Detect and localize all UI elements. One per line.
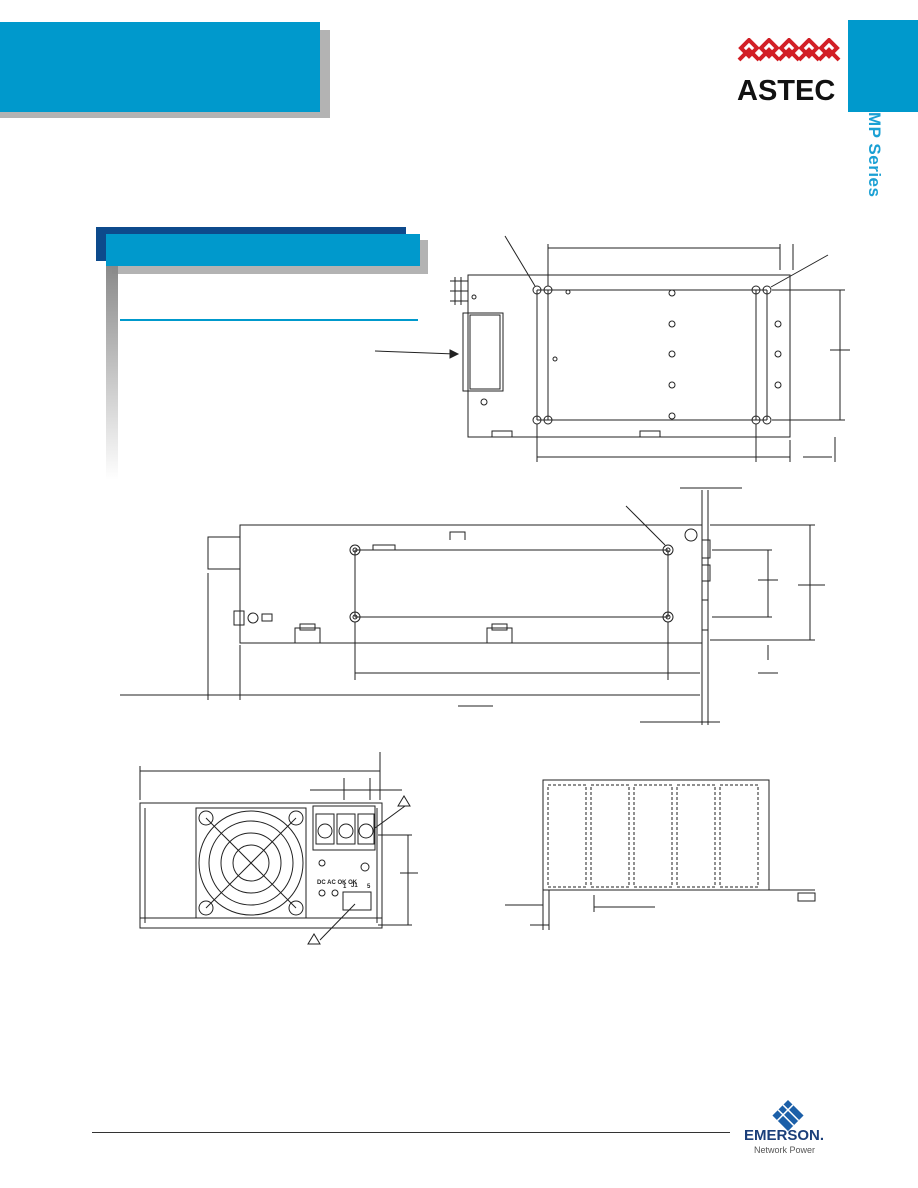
side-view-drawing [120, 487, 825, 725]
series-side-tab [848, 20, 918, 112]
end-view-drawing [505, 779, 816, 930]
header-title-block [0, 22, 320, 112]
astec-logo: ASTEC [737, 38, 841, 107]
footer-rule [92, 1132, 730, 1133]
dc-ac-ok-label: DC AC OK OK [317, 880, 358, 886]
top-view-drawing [374, 235, 850, 462]
emerson-tagline: Network Power [754, 1145, 815, 1155]
section-bar [106, 234, 420, 266]
connector-labels: DC AC OK OK J1 1 5 [317, 880, 371, 890]
astec-logo-text: ASTEC [737, 75, 835, 107]
emerson-logo-text: EMERSON. [744, 1127, 824, 1144]
section-rule [120, 319, 418, 321]
section-fade-bar [106, 266, 118, 480]
pin5-label: 5 [367, 884, 371, 890]
pin1-label: 1 [343, 884, 347, 890]
emerson-logo: EMERSON. Network Power [744, 1100, 824, 1155]
front-view-drawing [139, 752, 418, 945]
j1-label: J1 [351, 883, 358, 889]
